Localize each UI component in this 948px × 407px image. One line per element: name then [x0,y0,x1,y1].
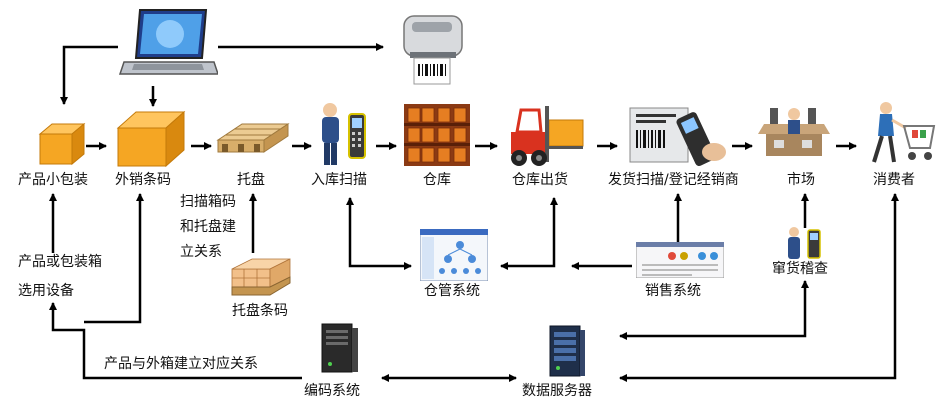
wms-label: 仓管系统 [424,283,480,299]
pallet-icon [216,118,290,170]
coding-server-icon [318,322,360,378]
wms-screen-icon [419,228,489,285]
inspection-label: 窜货稽查 [772,261,828,277]
printer-icon [398,8,468,92]
coding-label: 编码系统 [304,383,360,399]
shopper-cart-icon [862,100,938,170]
sales-label: 销售系统 [645,283,701,299]
pallet-code-label: 托盘条码 [232,303,288,319]
forklift-icon [505,102,587,172]
small-box-icon [38,122,86,170]
large-box-icon [116,110,186,172]
scan-assoc-line-3: 立关系 [180,244,222,260]
inspector-icon [784,226,824,264]
inbound-scan-label: 入库扫描 [311,172,367,188]
arrow-laptop-smallbox [60,45,118,105]
warehouse-shelves-icon [404,104,470,170]
small-pack-label: 产品小包装 [18,172,88,188]
ship-scan-label: 发货扫描/登记经销商 [608,172,739,188]
link-note-label: 产品与外箱建立对应关系 [104,356,258,372]
pallet-label: 托盘 [237,172,265,188]
outbound-label: 仓库出货 [512,172,568,188]
handheld-label-icon [628,104,728,170]
market-label: 市场 [787,172,815,188]
consumer-label: 消费者 [873,172,915,188]
market-stall-icon [758,104,832,168]
warehouse-label: 仓库 [423,172,451,188]
outer-code-label: 外销条码 [115,172,171,188]
server-tower-icon [546,324,586,382]
sales-screen-icon [635,241,725,282]
laptop-icon [118,6,220,88]
pallet-with-boxes-icon [230,255,292,303]
device-line-2: 选用设备 [18,283,74,299]
worker-scanner-icon [316,100,374,170]
server-label: 数据服务器 [522,383,592,399]
scan-assoc-line-1: 扫描箱码 [180,194,236,210]
device-line-1: 产品或包装箱 [18,254,102,270]
scan-assoc-line-2: 和托盘建 [180,219,236,235]
